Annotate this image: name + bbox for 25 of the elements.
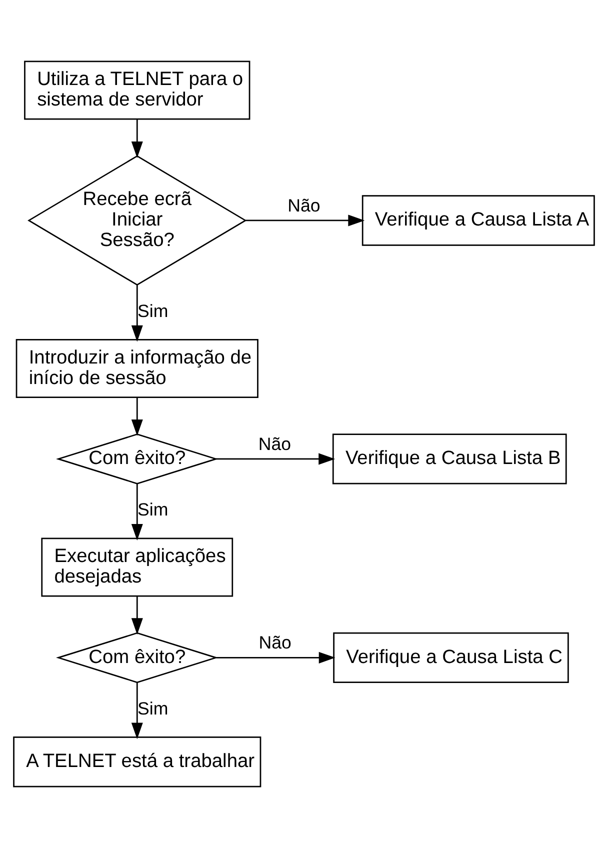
node-box: Verifique a Causa Lista B — [332, 434, 567, 484]
node-box: A TELNET está a trabalhar — [13, 736, 262, 788]
arrow — [131, 484, 143, 540]
arrow — [131, 596, 143, 635]
node-diamond: Com êxito? — [56, 434, 218, 484]
edge-label: Sim — [138, 500, 168, 520]
arrow — [246, 214, 365, 226]
arrow — [131, 682, 143, 740]
arrow — [216, 652, 336, 664]
arrow — [216, 453, 336, 465]
edge-label: Não — [258, 434, 292, 454]
edge-label: Não — [288, 195, 320, 216]
node-box: Verifique a Causa Lista C — [333, 632, 569, 684]
node-box: Executar aplicações desejadas — [41, 538, 234, 597]
node-diamond: Com êxito? — [56, 632, 218, 684]
node-box: Introduzir a informação de início de sessão — [16, 339, 258, 398]
node-box: Verifique a Causa Lista A — [362, 195, 595, 246]
edge-label: Sim — [138, 698, 168, 718]
edge-label: Sim — [138, 300, 168, 321]
edge-label: Não — [258, 632, 292, 653]
arrow — [131, 119, 143, 158]
node-diamond: Recebe ecrã Iniciar Sessão? — [28, 155, 247, 286]
arrow — [131, 398, 143, 436]
node-box: Utiliza a TELNET para o sistema de servidor — [24, 60, 250, 120]
arrow — [131, 285, 143, 342]
